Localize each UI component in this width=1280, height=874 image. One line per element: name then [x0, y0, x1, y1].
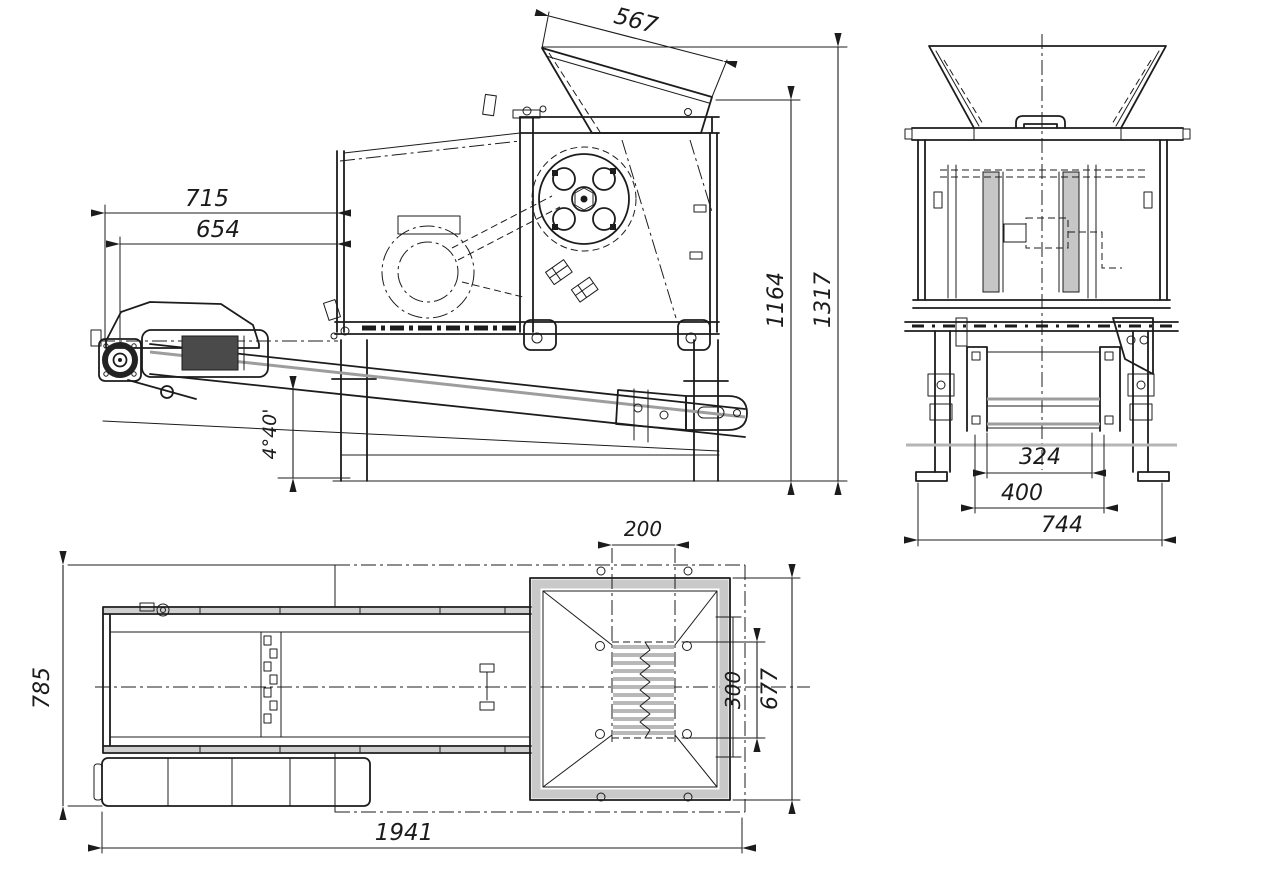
plan-view: 785 1941 200 300 677: [30, 517, 810, 854]
conveyor-gearmotor: [98, 338, 142, 382]
dim-200: 200: [624, 517, 662, 541]
head-opening: [181, 335, 239, 371]
rotor-plan: [612, 641, 675, 739]
discharge-chute-side: [545, 139, 713, 319]
hopper-opening-plan: [529, 577, 731, 801]
belt-cross-member: [260, 631, 282, 738]
dim-744: 744: [1041, 513, 1083, 538]
tail-plate: [685, 395, 748, 431]
flywheel-rotor-side: [531, 146, 637, 252]
lifting-handle: [1015, 115, 1066, 129]
conveyor-plan: [93, 602, 533, 807]
head-hood: [105, 301, 260, 349]
body-front: [904, 115, 1191, 332]
belt-top-edge: [149, 343, 746, 410]
conveyor-side: [90, 301, 748, 456]
side-view: 715 654 567 1164 1317 4°40': [90, 3, 848, 495]
dim-324: 324: [1019, 445, 1061, 470]
conveyor-drive-box-plan: [101, 757, 371, 807]
gusset-bracket: [1112, 317, 1154, 375]
machine-outline-plan: [334, 564, 746, 813]
motor-circle: [381, 225, 475, 319]
dim-1164: 1164: [764, 272, 789, 328]
legs-front: [915, 330, 1170, 482]
dim-angle: 4°40': [259, 409, 281, 460]
dim-785: 785: [30, 667, 55, 709]
dim-400: 400: [1001, 481, 1043, 506]
hopper-front: [928, 45, 1167, 141]
front-view: 324 400 744: [904, 34, 1191, 547]
dim-715: 715: [185, 186, 229, 212]
dim-1317: 1317: [811, 272, 836, 328]
motor-side: [381, 195, 561, 319]
dim-300: 300: [721, 671, 745, 709]
hammer-zigzag: [639, 641, 651, 739]
side-view-dimensions: 715 654 567 1164 1317 4°40': [91, 3, 848, 495]
conveyor-front: [906, 317, 1177, 447]
dim-654: 654: [196, 217, 240, 243]
machine-legs-side: [331, 339, 729, 482]
hopper-side: [482, 47, 713, 134]
drive-belt-lines: [451, 195, 561, 298]
plan-view-dimensions: 785 1941 200 300 677: [30, 517, 801, 854]
dim-677: 677: [758, 668, 783, 710]
flywheel: [538, 153, 630, 245]
dim-1941: 1941: [375, 820, 434, 846]
hopper-plan: [529, 548, 742, 802]
front-view-dimensions: 324 400 744: [904, 432, 1176, 547]
crusher-body-side: [323, 109, 720, 351]
